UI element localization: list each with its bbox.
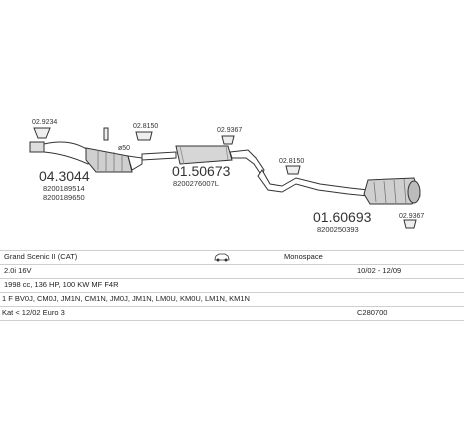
middle-muffler[interactable] xyxy=(141,145,265,178)
gasket-icon[interactable] xyxy=(33,127,51,139)
info-row: 1998 cc, 136 HP, 100 KW MF F4R xyxy=(0,278,464,292)
oe-number: 8200250393 xyxy=(317,225,359,234)
car-icon xyxy=(214,252,230,267)
model-codes: 1 F BV0J, CM0J, JM1N, CM1N, JM0J, JM1N, … xyxy=(2,294,250,303)
info-row: Grand Scenic II (CAT) Monospace xyxy=(0,250,464,264)
info-row: Kat < 12/02 Euro 3 C280700 xyxy=(0,306,464,320)
clamp-icon[interactable] xyxy=(135,131,153,141)
clamp-icon[interactable] xyxy=(285,165,301,175)
production-dates: 10/02 - 12/09 xyxy=(357,266,402,275)
catalog-number: C280700 xyxy=(357,308,388,317)
emission-class: Kat < 12/02 Euro 3 xyxy=(2,308,65,317)
diameter-label: ø50 xyxy=(118,145,130,152)
oe-number: 8200189514 xyxy=(43,184,85,193)
accessory-label: 02.9234 xyxy=(32,119,57,126)
info-row: 2.0i 16V 10/02 - 12/09 xyxy=(0,264,464,278)
model-name: Grand Scenic II (CAT) xyxy=(4,252,78,261)
engine: 2.0i 16V xyxy=(4,266,32,275)
engine-spec: 1998 cc, 136 HP, 100 KW MF F4R xyxy=(4,280,119,289)
part-number[interactable]: 04.3044 xyxy=(39,168,90,184)
info-row: 1 F BV0J, CM0J, JM1N, CM1N, JM0J, JM1N, … xyxy=(0,292,464,306)
rear-silencer[interactable] xyxy=(257,169,421,205)
part-number[interactable]: 01.60693 xyxy=(313,209,372,225)
mount-icon[interactable] xyxy=(221,135,235,145)
oe-number: 8200276007L xyxy=(173,179,219,188)
front-pipe-catalyst[interactable] xyxy=(29,141,143,173)
accessory-label: 02.8150 xyxy=(133,123,158,130)
accessory-label: 02.9367 xyxy=(399,213,424,220)
bolt-icon[interactable] xyxy=(103,127,109,141)
part-number[interactable]: 01.50673 xyxy=(172,163,231,179)
accessory-label: 02.9367 xyxy=(217,127,242,134)
mount-icon[interactable] xyxy=(403,219,417,229)
exhaust-diagram: 02.9234 02.8150 02.9367 02.8150 02.9367 … xyxy=(29,119,424,234)
accessory-label: 02.8150 xyxy=(279,158,304,165)
body-type: Monospace xyxy=(284,252,323,261)
oe-number: 8200189650 xyxy=(43,193,85,202)
